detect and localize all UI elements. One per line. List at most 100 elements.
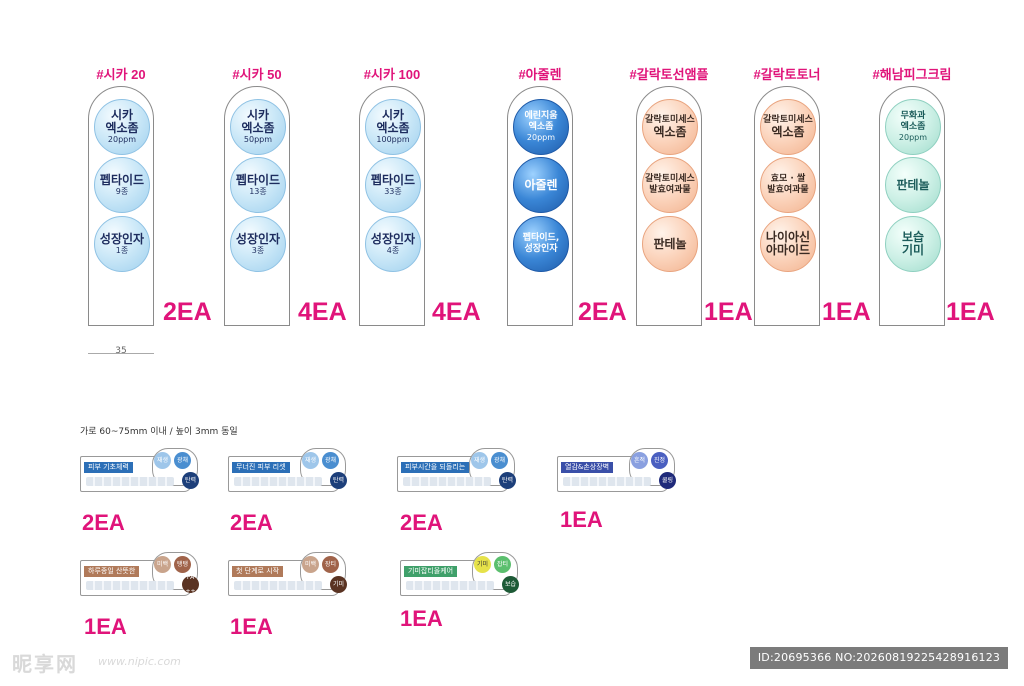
ingredient-name: 엑소좀 [105,121,139,135]
badge-label: 무너진 피부 리셋 [232,462,290,473]
badge-faint-text [234,477,322,486]
badge-label: 하루종일 산뜻한 [84,566,140,577]
ingredient-name: 효모 · 쌀 [770,174,806,184]
ingredient-name: 시카 [110,108,134,122]
card-tag: #갈락토선앰플 [629,67,709,82]
ingredient-amount: 100ppm [376,135,410,144]
badge-quantity-label: 2EA [82,510,125,535]
ingredient-name: 발효여과물 [649,185,691,195]
ingredient-circle: 판테놀 [642,216,698,272]
quantity-label: 2EA [163,298,212,326]
quantity-label: 4EA [432,298,481,326]
ingredient-name: 성장인자 [370,231,416,246]
ingredient-amount: 20ppm [107,135,137,144]
badge-dot-text: 광채 [493,457,506,464]
badge-dot: 미백 [302,556,319,573]
quantity-label: 1EA [704,298,753,326]
badge-dot-text: PA [186,574,195,581]
badge-dot: 기미 [474,556,491,573]
badge-quantity-label: 2EA [230,510,273,535]
badge-faint-text [234,581,322,590]
ingredient-name: 갈락토미세스 [645,115,695,125]
quantity-label: 1EA [822,298,871,326]
badge-dot-text: 잡티 [496,561,509,568]
card-tag: #아줄렌 [518,67,562,82]
quantity-label: 2EA [578,298,627,326]
badge-dot: 탄력 [330,472,347,489]
badge-quantity-label: 1EA [560,507,603,532]
badge-faint-text [403,477,491,486]
badge-dot: 광채 [322,452,339,469]
badge-dot-text: ++++ [180,588,201,595]
quantity-label: 4EA [298,298,347,326]
badge-dot: 탱탱 [174,556,191,573]
badge-dot-text: 재생 [156,457,169,464]
ingredient-amount: 50ppm [243,135,273,144]
badge-dot-text: 탄력 [332,477,345,484]
badge-label: 기미잡티올케어 [404,566,458,577]
badge-dot: 광채 [174,452,191,469]
ingredient-name: 엑소좀 [528,122,554,132]
ingredient-circle: 판테놀 [885,157,941,213]
ingredient-name: 아마이드 [765,243,811,257]
badge-dot: 탄력 [499,472,516,489]
ingredient-circle: 펩타이드,성장인자 [513,216,569,272]
ingredient-name: 엑소좀 [241,121,275,135]
ingredient-amount: 33종 [384,186,402,196]
ingredient-name: 판테놀 [896,177,930,192]
badge-dot: PA ++++ [180,574,201,595]
badge-dot-text: 기미 [476,561,489,568]
badge-dot-text: 쿨링 [661,477,674,484]
badge-dot: 쿨링 [659,472,676,489]
badge-faint-text [563,477,651,486]
ingredient-name: 발효여과물 [767,185,809,195]
badge-dot: 잡티 [494,556,511,573]
badge-quantity-label: 1EA [230,614,273,639]
badge-faint-text [406,581,494,590]
badge-quantity-label: 1EA [84,614,127,639]
badge-dot: 기미 [330,576,347,593]
watermark-url: www.nipic.com [98,655,181,668]
badge-dot-text: 탱탱 [176,561,189,568]
dimension-marker: 35 [88,346,154,360]
badge-label: 피부 기초체력 [84,462,133,473]
ingredient-name: 갈락토미세스 [763,115,813,125]
badge-dot: 재생 [154,452,171,469]
badge-dot-text: 광채 [176,457,189,464]
badge-dot: 흔적 [631,452,648,469]
ingredient-amount: 3종 [251,245,265,255]
ingredient-name: 성장인자 [524,244,558,254]
ingredient-name: 판테놀 [653,236,687,251]
ingredient-name: 나이아신 [765,230,811,244]
badge-dot-text: 장티 [324,561,337,568]
badge-dot-text: 기미 [332,581,345,588]
badge-dot: 재생 [471,452,488,469]
ingredient-name: 펩타이드 [235,172,281,187]
badge-label: 첫 단계로 시작 [232,566,284,577]
badge-dot-text: 보습 [504,581,517,588]
badge-dot: 진정 [651,452,668,469]
ingredient-name: 펩타이드 [370,172,416,187]
ingredient-name: 갈락토미세스 [645,174,695,184]
badge-dot-text: 재생 [304,457,317,464]
badge-dot-text: 미백 [156,561,169,568]
ingredient-amount: 20ppm [898,133,928,142]
